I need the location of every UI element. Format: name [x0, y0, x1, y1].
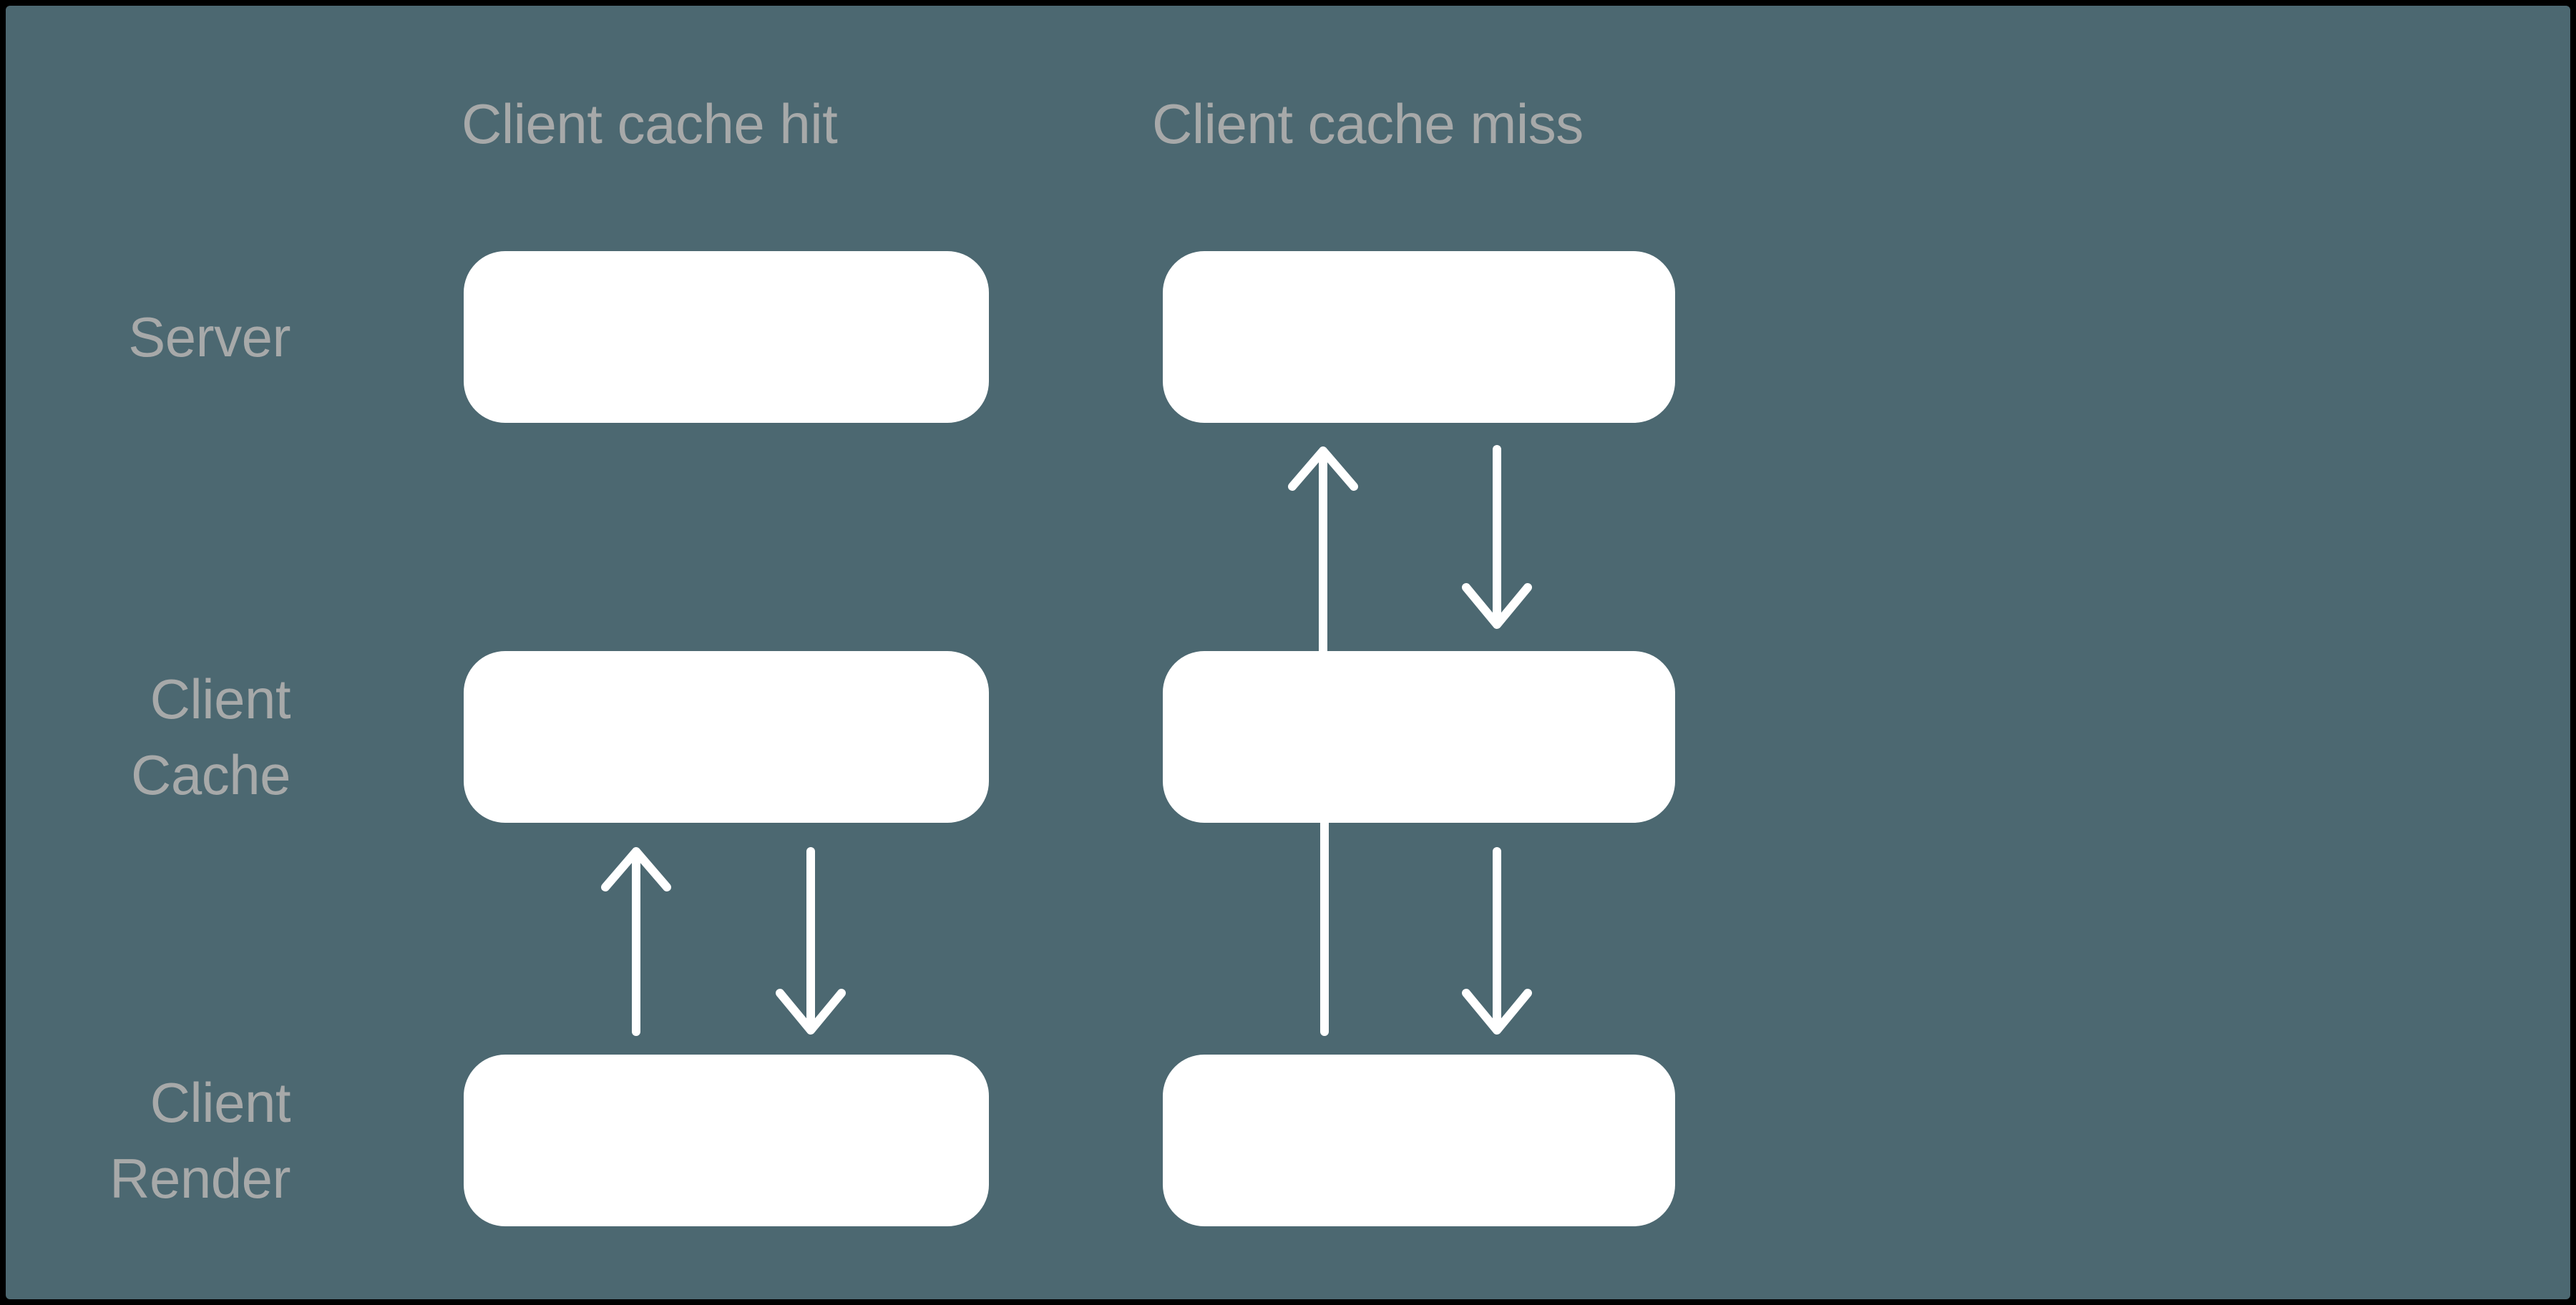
row-label-client-render-line-1: Client [150, 1070, 291, 1134]
box-miss-client-render [1163, 1055, 1675, 1226]
row-label-server: Server [34, 251, 291, 423]
down-arrow-icon [776, 847, 846, 1035]
down-arrow-icon [1462, 847, 1532, 1035]
row-label-client-cache: Client Cache [34, 651, 291, 823]
row-label-client-render-line-2: Render [109, 1147, 291, 1210]
box-miss-client-cache [1163, 651, 1675, 823]
row-label-client-cache-line-2: Cache [131, 743, 291, 806]
box-hit-server [464, 251, 989, 423]
row-label-client-render: Client Render [34, 1055, 291, 1226]
box-miss-server [1163, 251, 1675, 423]
column-header-client-cache-hit: Client cache hit [462, 92, 838, 155]
up-arrow-icon [601, 847, 671, 1036]
box-hit-client-cache [464, 651, 989, 823]
row-label-client-cache-line-1: Client [150, 667, 291, 730]
column-header-client-cache-miss: Client cache miss [1152, 92, 1584, 155]
row-label-server-line: Server [128, 305, 291, 368]
box-hit-client-render [464, 1055, 989, 1226]
down-arrow-icon [1462, 445, 1532, 629]
